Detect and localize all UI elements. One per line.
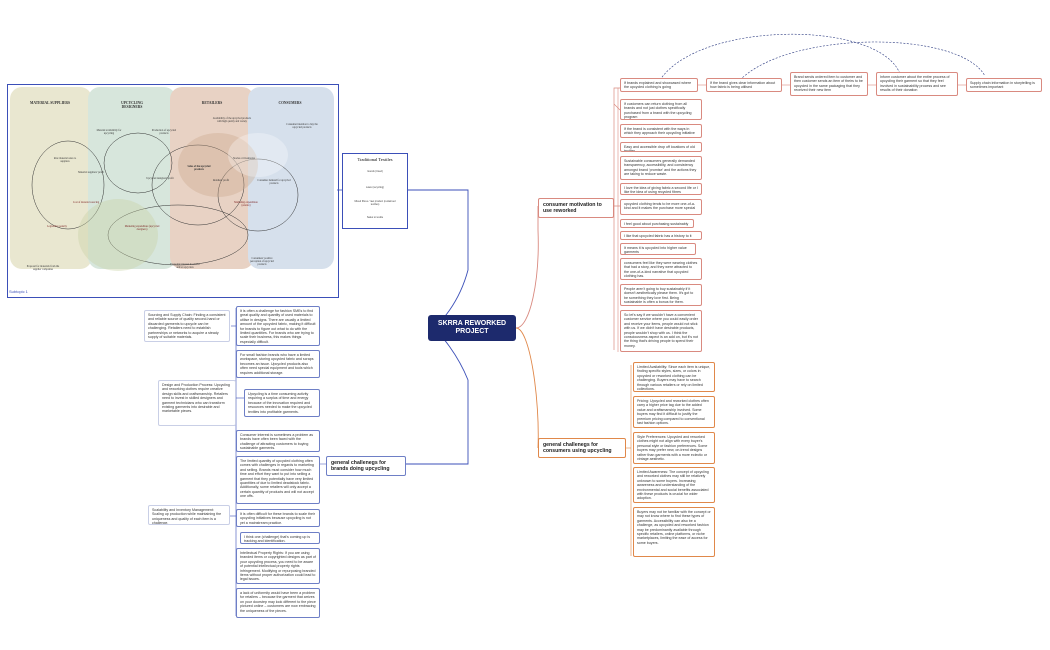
motivation-item-10[interactable]: consumers feel like they were wearing cl… [620,258,702,280]
system-diagram-frame[interactable]: MATERIAL SUPPLIERS UPCYCLING DESIGNERS R… [7,84,339,298]
consumer-challenge-2[interactable]: Pricing: Upcycled and reworked clothes o… [633,396,715,428]
motivation-item-8[interactable]: I like that upcycled fabric has a histor… [620,231,702,240]
subtopic-label[interactable]: Subtopic 1 [9,289,28,294]
topic-consumer-motivation[interactable]: consumer motivation to use reworked [538,198,614,218]
tt-step-1: Goods (Used) [367,170,383,173]
lane-title-consumers: CONSUMERS [278,101,302,105]
consumer-challenge-4[interactable]: Limited Awareness: The concept of upcycl… [633,467,715,503]
lane-title-suppliers: MATERIAL SUPPLIERS [30,101,70,105]
lane-title-designers: UPCYCLING DESIGNERS [121,101,143,109]
tt-step-3: Mixed fibres / raw product (reclaimed te… [354,200,396,206]
motivation-item-1[interactable]: If customers can return clothing from al… [620,99,702,120]
label-positive-perception: Consumers' positive perception of upcycl… [250,257,274,266]
causal-loops [31,132,299,271]
brand-challenge-4[interactable]: Consumer interest is sometimes a problem… [236,430,320,452]
topic-brand-challenges[interactable]: general challenegs for brands doing upcy… [326,456,406,476]
motivation-item-2[interactable]: If the brand is consistent with the ways… [620,124,702,138]
consumer-challenge-3[interactable]: Style Preferences: Upcycled and reworked… [633,432,715,464]
traditional-textiles-title: Traditional Textiles [357,157,393,162]
brand-note-design[interactable]: Design and Production Process: Upcycling… [158,380,236,426]
label-marketing-designers: Marketing expenditure (upcycled designer… [124,225,160,231]
brand-challenge-6[interactable]: It is often difficult for these brands t… [236,509,320,527]
central-topic[interactable]: SKRRA REWORKED PROJECT [428,315,516,341]
motivation-item-7[interactable]: I feel good about purchasing sustainably [620,219,694,228]
motivation-item-3[interactable]: Easy and accessible drop off locations o… [620,142,702,152]
label-material-availability: Material availability for upcycling [96,129,122,135]
motivation-top-1[interactable]: If brands explained and showcased where … [620,78,698,92]
label-supplier-profit: Material suppliers' profit [78,171,104,174]
brand-challenge-8[interactable]: Intellectual Property Rights: If you are… [236,548,320,584]
motivation-top-3[interactable]: Brand sends ordered item to customer and… [790,72,868,96]
brand-note-sourcing[interactable]: Sourcing and Supply Chain: Finding a con… [144,310,230,342]
lane-upcycling-designers [88,87,176,269]
brand-note-scalability[interactable]: Scalability and Inventory Management: Sc… [148,505,230,525]
motivation-item-12[interactable]: So let's say if we wouldn't have a conve… [620,310,702,352]
label-proposal-materials: Proposal for materials from the supplier… [26,265,60,271]
brand-challenge-7[interactable]: I think one (challenge) that's coming up… [240,532,320,544]
brand-challenge-5[interactable]: The limited quantity of upcycled clothin… [236,456,320,504]
label-economic-interest: Economic interest in retailer and/or upc… [170,263,200,269]
label-legislative-penalty: Legislative penalty [47,225,67,228]
label-sales-upcycled: Sales of the upcycled products [187,165,211,171]
label-intention-buy: Consumer intention to buy the upcycled p… [286,123,318,129]
traditional-textiles-card[interactable]: Traditional Textiles Goods (Used) Laws (… [342,153,408,229]
label-cost-sourcing: Cost of material sourcing [72,201,100,204]
lane-title-retailers: RETAILERS [201,101,223,105]
motivation-item-5[interactable]: I love the idea of giving fabric a secon… [620,183,702,195]
motivation-item-6[interactable]: upcycled clothing tends to be more one-o… [620,199,702,215]
consumer-challenge-1[interactable]: Limited Availability: Since each item is… [633,362,715,392]
motivation-top-4[interactable]: Inform customer about the entire process… [876,72,958,96]
consumer-challenge-5[interactable]: Buyers may not be familiar with the conc… [633,507,715,557]
brand-challenge-3[interactable]: Upcycling is a time consuming activity r… [244,389,320,417]
motivation-item-11[interactable]: People aren't going to buy sustainably i… [620,284,702,306]
topic-consumer-challenges[interactable]: general challenegs for consumers using u… [538,438,626,458]
label-consumer-demand: Consumer demand for upcycled products [257,179,291,185]
label-designers-profit: Upcycled designers' profit [146,177,174,180]
brand-challenge-9[interactable]: a lack of uniformity would have been a p… [236,588,320,618]
tt-step-2: Laws (recycling) [365,186,385,189]
motivation-item-9[interactable]: It means it is upcycled into higher valu… [620,243,696,255]
label-stocks: Stocks or inventories [233,157,255,160]
lane-consumers [248,87,334,269]
label-raw-material-sales: Raw material sales to suppliers [53,157,77,163]
tt-step-4: Sales to textile [366,216,384,219]
motivation-top-5[interactable]: Supply chain information in storytelling… [966,78,1042,92]
label-retailers-profit: Retailers' profit [212,179,230,182]
label-marketing-retailer: Marketing expenditure (retailer) [234,201,258,207]
brand-challenge-1[interactable]: It is often a challenge for fashion SMEs… [236,306,320,346]
motivation-item-4[interactable]: Sustainable consumers generally demanded… [620,156,702,180]
lane-retailers [170,87,254,269]
label-availability-quality: Availability of the upcycled products wi… [212,117,252,123]
label-production: Production of upcycled products [151,129,177,135]
brand-challenge-2[interactable]: For small fashion brands who have a limi… [236,350,320,378]
motivation-top-2[interactable]: If the brand gives clear information abo… [706,78,782,92]
lane-material-suppliers [10,87,92,269]
